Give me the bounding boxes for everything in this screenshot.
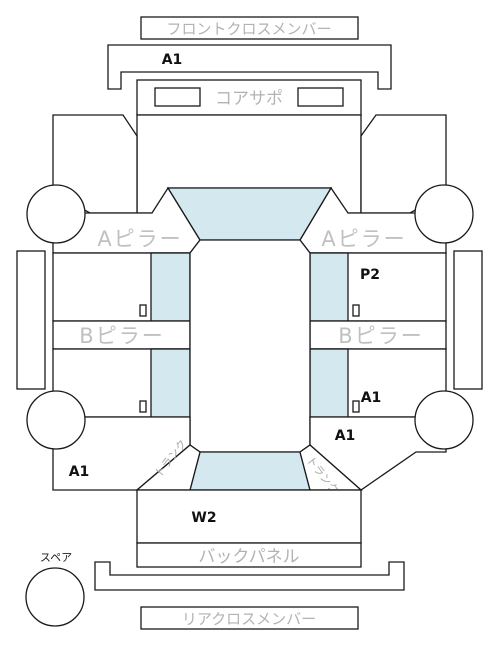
front-cross-member-label: フロントクロスメンバー	[166, 20, 331, 38]
left-b-pillar[interactable]	[52, 320, 191, 350]
right-rear-door-handle[interactable]	[352, 400, 360, 413]
rear-cross-member-label: リアクロスメンバー	[182, 610, 316, 628]
spare-tire[interactable]	[25, 567, 85, 627]
left-side-skirt[interactable]	[16, 250, 46, 390]
back-panel-label: バックパネル	[198, 547, 299, 567]
right-rear-quarter-code: A1	[335, 428, 356, 444]
right-b-pillar[interactable]	[309, 320, 447, 350]
rear-glass[interactable]	[189, 451, 311, 491]
wheel-front-left[interactable]	[26, 184, 86, 244]
back-panel[interactable]	[136, 542, 362, 568]
right-front-door-code: P2	[360, 267, 380, 283]
left-rear-quarter-code: A1	[69, 464, 90, 480]
front-cross-member-box[interactable]	[140, 16, 359, 40]
left-rear-door-handle[interactable]	[139, 400, 147, 413]
right-front-door-glass[interactable]	[309, 252, 349, 322]
rear-cross-member-bracket[interactable]	[94, 561, 405, 591]
trunk-code: W2	[191, 510, 216, 526]
spare-label: スペア	[40, 551, 72, 564]
core-support-label: コアサポ	[215, 89, 283, 109]
front-cross-member-bracket[interactable]	[107, 44, 392, 90]
left-rear-door-glass[interactable]	[150, 348, 191, 418]
right-rear-door-code: A1	[361, 390, 382, 406]
left-front-door-glass[interactable]	[150, 252, 191, 322]
roof[interactable]	[189, 239, 311, 453]
wheel-rear-right[interactable]	[414, 390, 474, 450]
headlight-right[interactable]	[297, 87, 344, 107]
a-pillar-right-label: Aピラー	[321, 227, 406, 251]
left-front-door-handle[interactable]	[139, 304, 147, 317]
a-pillar-left-label: Aピラー	[97, 227, 182, 251]
right-rear-door-glass[interactable]	[309, 348, 349, 418]
right-front-door-handle[interactable]	[352, 304, 360, 317]
headlight-left[interactable]	[154, 87, 201, 107]
wheel-front-right[interactable]	[414, 184, 474, 244]
wheel-rear-left[interactable]	[26, 390, 86, 450]
b-pillar-left-label: Bピラー	[79, 324, 164, 348]
trunk-lid[interactable]	[136, 489, 362, 544]
front-cross-code: A1	[162, 52, 183, 68]
right-side-skirt[interactable]	[453, 250, 483, 390]
rear-cross-member-box[interactable]	[140, 606, 359, 630]
b-pillar-right-label: Bピラー	[338, 324, 423, 348]
